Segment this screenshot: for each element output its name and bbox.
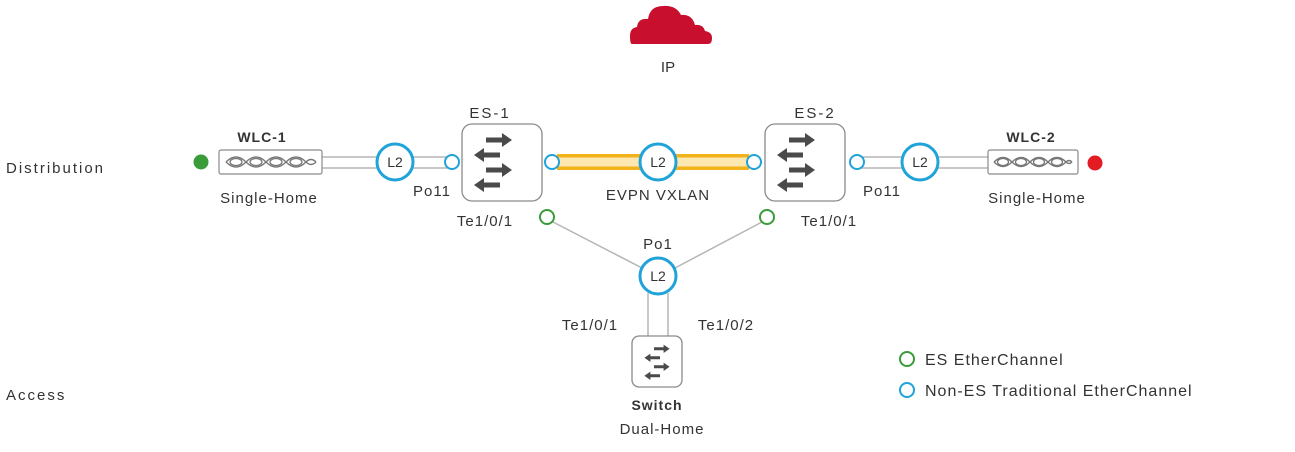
wlc2-name: WLC-2 (1006, 129, 1055, 145)
legend-non-es-label: Non-ES Traditional EtherChannel (925, 383, 1193, 400)
es1-te-label: Te1/0/1 (457, 213, 513, 230)
legend-es-swatch (899, 351, 915, 367)
po1-label: Po1 (643, 236, 673, 253)
access-te-right-label: Te1/0/2 (698, 317, 754, 334)
es1-name: ES-1 (469, 105, 510, 122)
access-switch-homing: Dual-Home (620, 421, 705, 438)
es1-port-te (539, 209, 555, 225)
layer-label-access: Access (6, 387, 66, 404)
es2-te-label: Te1/0/1 (801, 213, 857, 230)
es2-switch-icon (764, 123, 846, 202)
ip-cloud-icon (630, 5, 712, 44)
access-te-left-label: Te1/0/1 (562, 317, 618, 334)
layer-label-distribution: Distribution (6, 160, 105, 177)
access-switch-name: Switch (631, 397, 682, 413)
es2-name: ES-2 (794, 105, 835, 122)
wlc2-status-dot (1087, 155, 1103, 171)
evpn-label: EVPN VXLAN (606, 187, 710, 204)
link-es-to-po1 (552, 221, 763, 269)
es1-port-evpn (544, 154, 560, 170)
es2-port-te (759, 209, 775, 225)
legend: ES EtherChannel Non-ES Traditional Ether… (899, 351, 1193, 400)
link-po1-switch (647, 293, 669, 336)
wlc1-l2-badge: L2 (375, 142, 415, 182)
wlc2-homing: Single-Home (988, 190, 1086, 207)
es2-po-label: Po11 (863, 183, 901, 200)
svg-text:L2: L2 (650, 154, 666, 170)
evpn-l2-badge: L2 (638, 142, 678, 182)
svg-text:L2: L2 (650, 268, 666, 284)
access-switch-icon (631, 335, 683, 388)
po1-l2-badge: L2 (638, 256, 678, 296)
legend-non-es-swatch (899, 382, 915, 398)
svg-text:L2: L2 (912, 154, 928, 170)
wlc1-device-icon (218, 149, 323, 175)
es2-port-evpn (746, 154, 762, 170)
es2-port-po11 (849, 154, 865, 170)
wlc1-name: WLC-1 (237, 129, 286, 145)
es1-switch-icon (461, 123, 543, 202)
es1-po-label: Po11 (413, 183, 451, 200)
cloud-label: IP (661, 59, 675, 76)
wlc1-homing: Single-Home (220, 190, 318, 207)
es1-port-po11 (444, 154, 460, 170)
svg-text:L2: L2 (387, 154, 403, 170)
wlc2-device-icon (987, 149, 1079, 175)
legend-es-label: ES EtherChannel (925, 352, 1064, 369)
wlc2-l2-badge: L2 (900, 142, 940, 182)
wlc1-status-dot (193, 154, 209, 170)
